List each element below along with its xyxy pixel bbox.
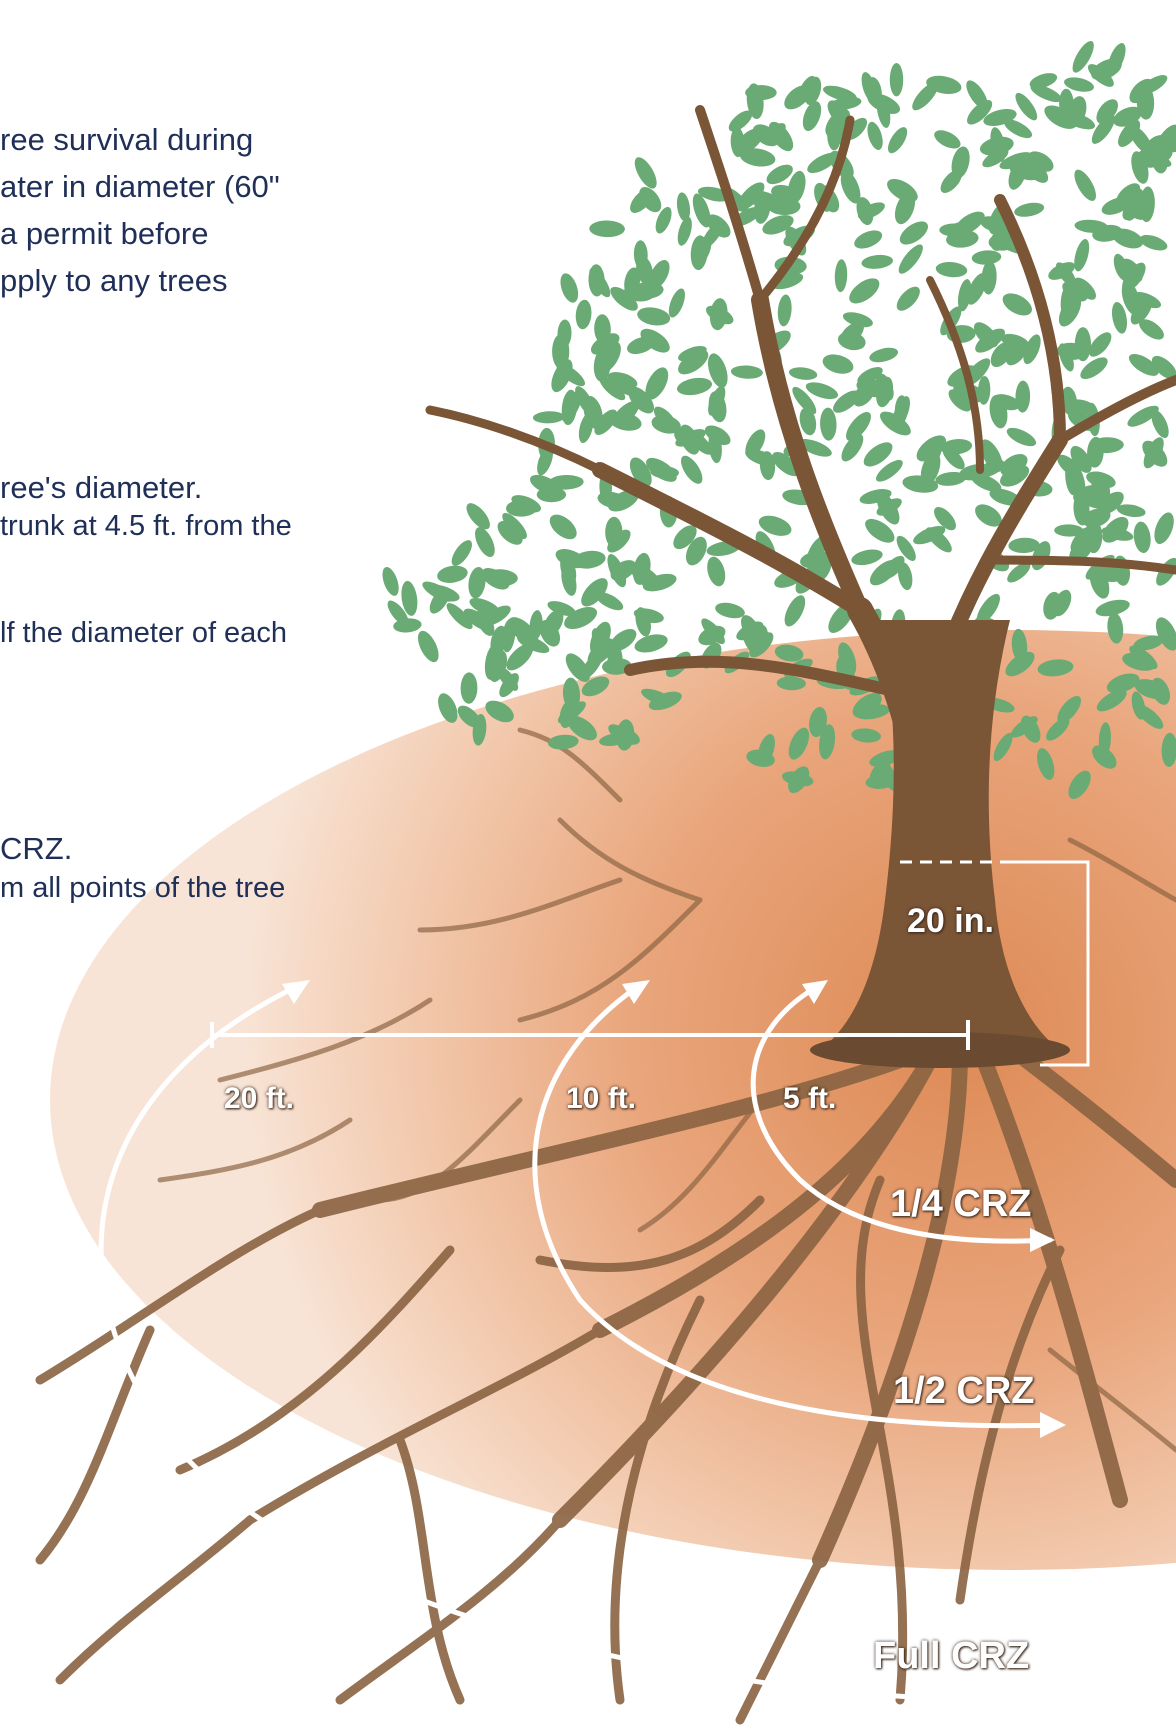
- leaf: [777, 294, 793, 327]
- crz-text: m all points of the tree: [0, 872, 285, 905]
- leaf: [884, 124, 911, 156]
- leaf: [1132, 521, 1152, 554]
- diameter-text: trunk at 4.5 ft. from the: [0, 510, 292, 543]
- leaf: [545, 510, 581, 544]
- leaf: [665, 286, 688, 319]
- leaf: [1004, 424, 1039, 450]
- leaf: [999, 289, 1036, 320]
- leaf: [852, 227, 885, 253]
- leaf: [834, 259, 848, 292]
- zone-label-full-crz: Full CRZ: [873, 1635, 1029, 1678]
- distance-label-10ft: 10 ft.: [566, 1082, 636, 1116]
- leaf: [788, 366, 818, 382]
- leaf: [633, 631, 670, 656]
- intro-line: pply to any trees: [0, 257, 280, 304]
- leaf: [460, 672, 477, 704]
- leaf: [552, 334, 569, 369]
- trunk-diameter-label: 20 in.: [907, 902, 994, 941]
- leaf: [557, 271, 582, 305]
- leaf: [836, 329, 867, 352]
- intro-line: a permit before: [0, 210, 280, 257]
- leaf: [868, 345, 900, 365]
- zone-label-quarter-crz: 1/4 CRZ: [890, 1183, 1031, 1226]
- leaf: [820, 407, 838, 441]
- leaf: [971, 249, 1002, 265]
- diameter-heading: ree's diameter.: [0, 464, 202, 511]
- leaf: [676, 375, 714, 397]
- leaf: [845, 273, 884, 308]
- leaf: [630, 154, 661, 192]
- leaf: [820, 351, 855, 377]
- leaf: [436, 564, 469, 585]
- leaf: [636, 305, 672, 328]
- leaf: [704, 555, 728, 589]
- leaf: [471, 524, 499, 560]
- intro-line: ater in diameter (60": [0, 163, 280, 210]
- leaf: [414, 628, 443, 665]
- zone-label-half-crz: 1/2 CRZ: [893, 1370, 1034, 1413]
- leaf: [533, 411, 565, 424]
- leaf: [575, 299, 593, 330]
- leaf: [890, 63, 903, 96]
- leaf: [1116, 503, 1147, 519]
- leaf: [893, 283, 924, 315]
- leaf: [850, 547, 884, 568]
- leaf: [780, 592, 809, 629]
- intro-line: ree survival during: [0, 116, 280, 163]
- leaf: [935, 261, 968, 279]
- leaf: [677, 452, 707, 487]
- leaf: [1070, 166, 1100, 204]
- leaf: [1013, 201, 1045, 220]
- trunk-base: [810, 1032, 1070, 1068]
- leaf: [1150, 510, 1176, 547]
- leaf: [589, 220, 625, 237]
- intro-text: ree survival during ater in diameter (60…: [0, 116, 280, 304]
- leaf: [448, 537, 476, 569]
- arrowhead-full-end: [1070, 1686, 1098, 1714]
- crz-heading: CRZ.: [0, 825, 72, 872]
- leaf: [731, 365, 764, 380]
- leaf: [895, 241, 927, 277]
- leaf: [714, 600, 747, 620]
- leaf: [931, 126, 963, 152]
- multi-stem-text: lf the diameter of each: [0, 617, 287, 650]
- leaf: [861, 253, 894, 270]
- leaf: [1012, 90, 1041, 124]
- distance-label-5ft: 5 ft.: [783, 1082, 836, 1116]
- distance-label-20ft: 20 ft.: [224, 1082, 294, 1116]
- leaf: [379, 565, 402, 598]
